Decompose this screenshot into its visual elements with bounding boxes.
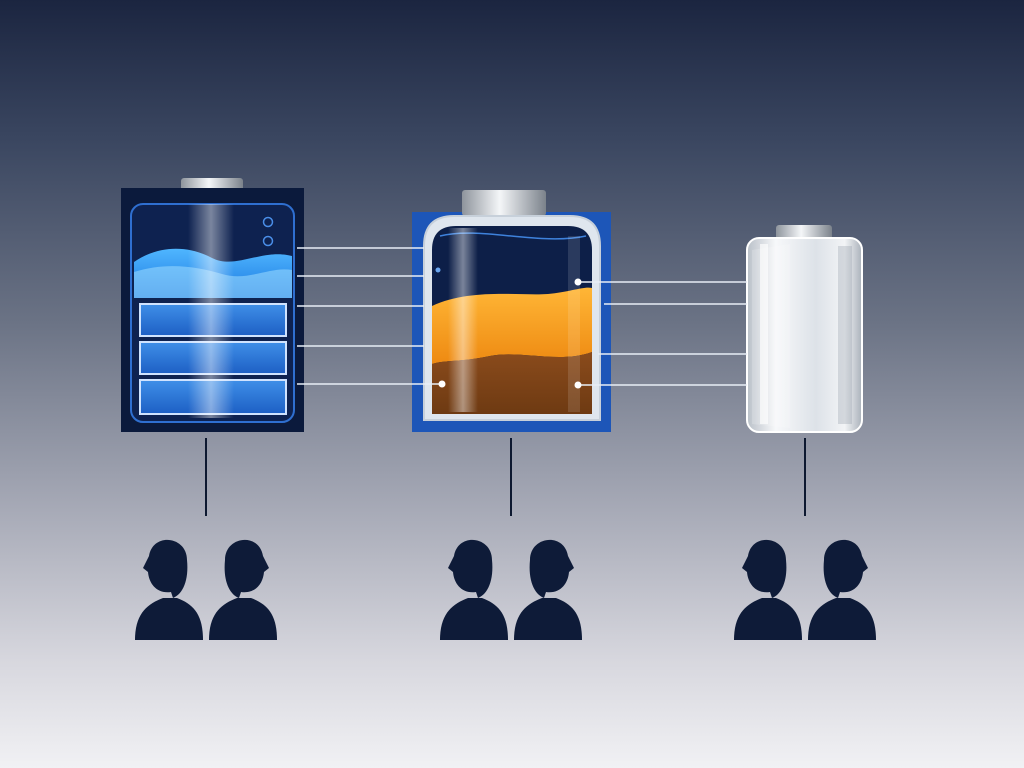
- user-silhouette-icon: [514, 539, 582, 640]
- amber-battery: [412, 190, 611, 432]
- user-pair-2: [440, 539, 582, 640]
- user-pair-1: [135, 539, 277, 640]
- connector-nodes: [435, 267, 582, 389]
- user-groups: [135, 539, 876, 640]
- silver-battery-body: [746, 237, 863, 433]
- user-silhouette-icon: [808, 539, 876, 640]
- user-silhouette-icon: [135, 539, 203, 640]
- indicator-icon: [262, 235, 274, 247]
- connector-lines: [205, 247, 806, 516]
- user-pair-3: [734, 539, 876, 640]
- user-silhouette-icon: [734, 539, 802, 640]
- amber-battery-cap: [462, 190, 546, 216]
- user-silhouette-icon: [209, 539, 277, 640]
- user-silhouette-icon: [440, 539, 508, 640]
- silver-battery: [746, 225, 863, 433]
- indicator-icon: [262, 216, 274, 228]
- blue-battery: [121, 178, 304, 432]
